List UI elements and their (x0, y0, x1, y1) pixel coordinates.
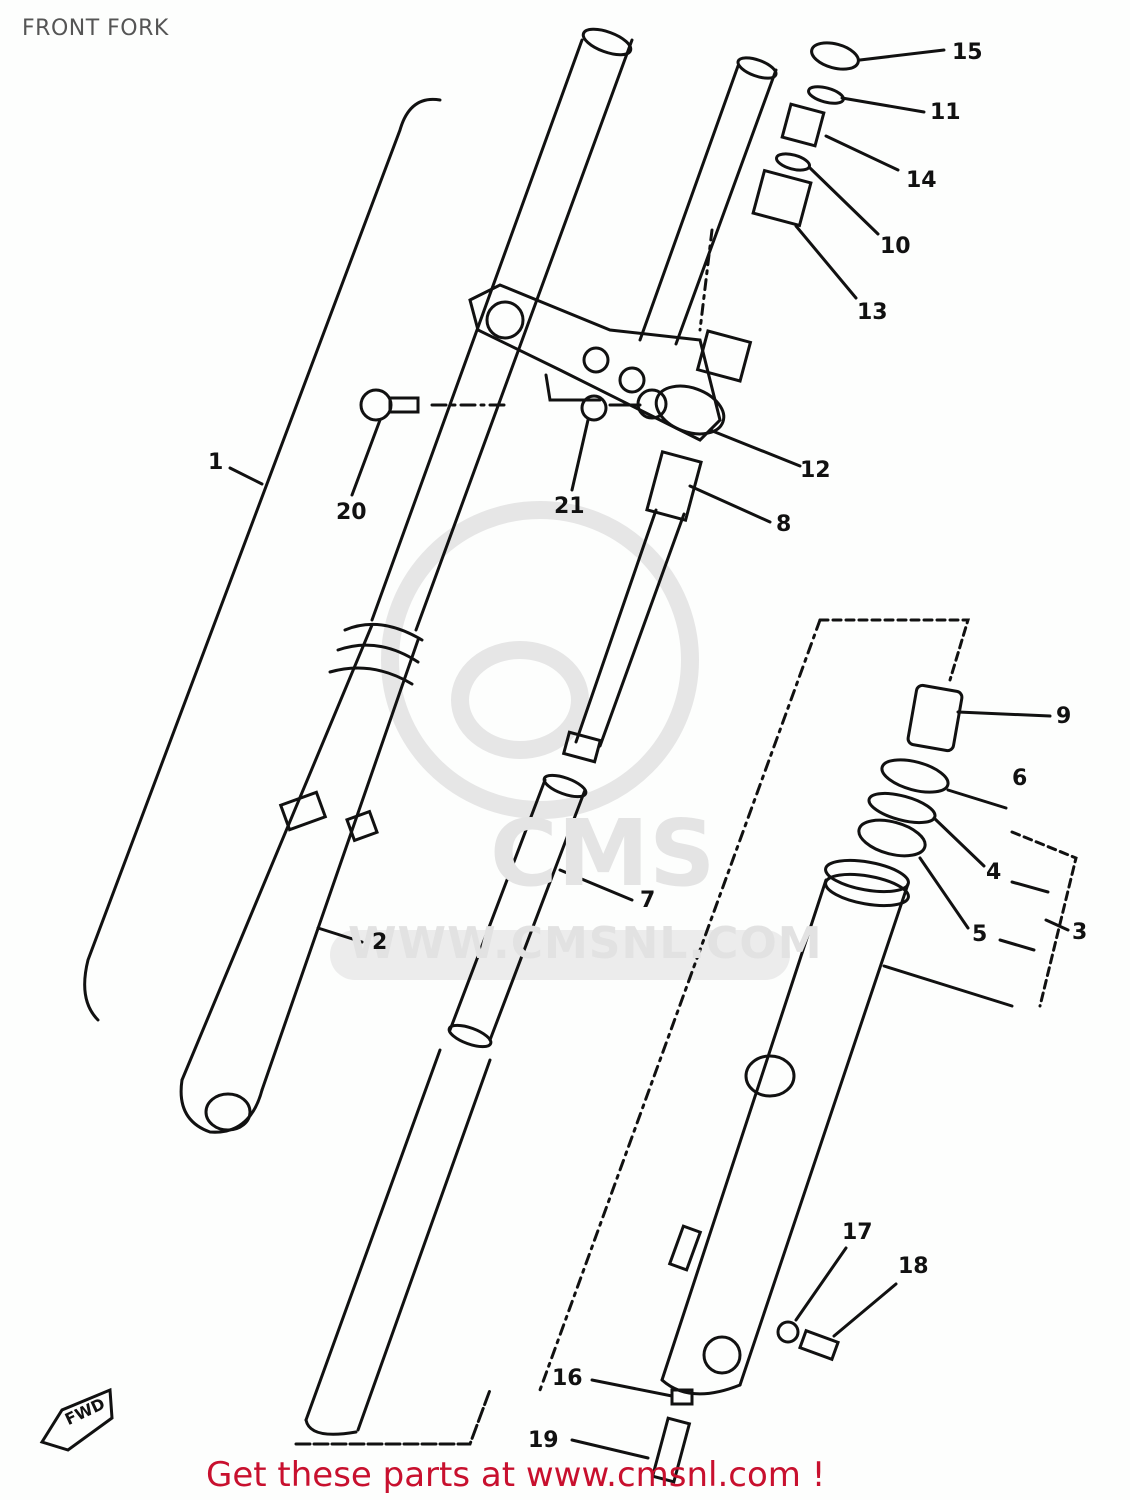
callout-19[interactable]: 19 (528, 1428, 559, 1453)
watermark-url: WWW.CMSNL.COM (348, 918, 823, 969)
callout-7[interactable]: 7 (640, 888, 656, 913)
callout-16[interactable]: 16 (552, 1366, 583, 1391)
callout-11[interactable]: 11 (930, 100, 961, 125)
forward-arrow-icon (39, 1387, 114, 1452)
watermark-mascot-icon (330, 501, 790, 980)
callout-5[interactable]: 5 (972, 922, 988, 947)
callout-10[interactable]: 10 (880, 234, 911, 259)
callout-4[interactable]: 4 (986, 860, 1002, 885)
callout-21[interactable]: 21 (554, 494, 585, 519)
callout-9[interactable]: 9 (1056, 704, 1072, 729)
callout-18[interactable]: 18 (898, 1254, 929, 1279)
page-title: FRONT FORK (22, 16, 169, 41)
callout-17[interactable]: 17 (842, 1220, 873, 1245)
fwd-badge (39, 1387, 114, 1452)
callout-20[interactable]: 20 (336, 500, 367, 525)
bracket-part-1 (83, 97, 442, 1022)
callout-8[interactable]: 8 (776, 512, 792, 537)
callout-3[interactable]: 3 (1072, 920, 1088, 945)
footer-shop-link[interactable]: Get these parts at www.cmsnl.com ! (206, 1455, 826, 1495)
callout-15[interactable]: 15 (952, 40, 983, 65)
callout-1[interactable]: 1 (208, 450, 224, 475)
callout-6[interactable]: 6 (1012, 766, 1028, 791)
callout-13[interactable]: 13 (857, 300, 888, 325)
callout-2[interactable]: 2 (372, 930, 388, 955)
callout-14[interactable]: 14 (906, 168, 937, 193)
watermark-logo: CMS (490, 800, 716, 907)
callout-12[interactable]: 12 (800, 458, 831, 483)
